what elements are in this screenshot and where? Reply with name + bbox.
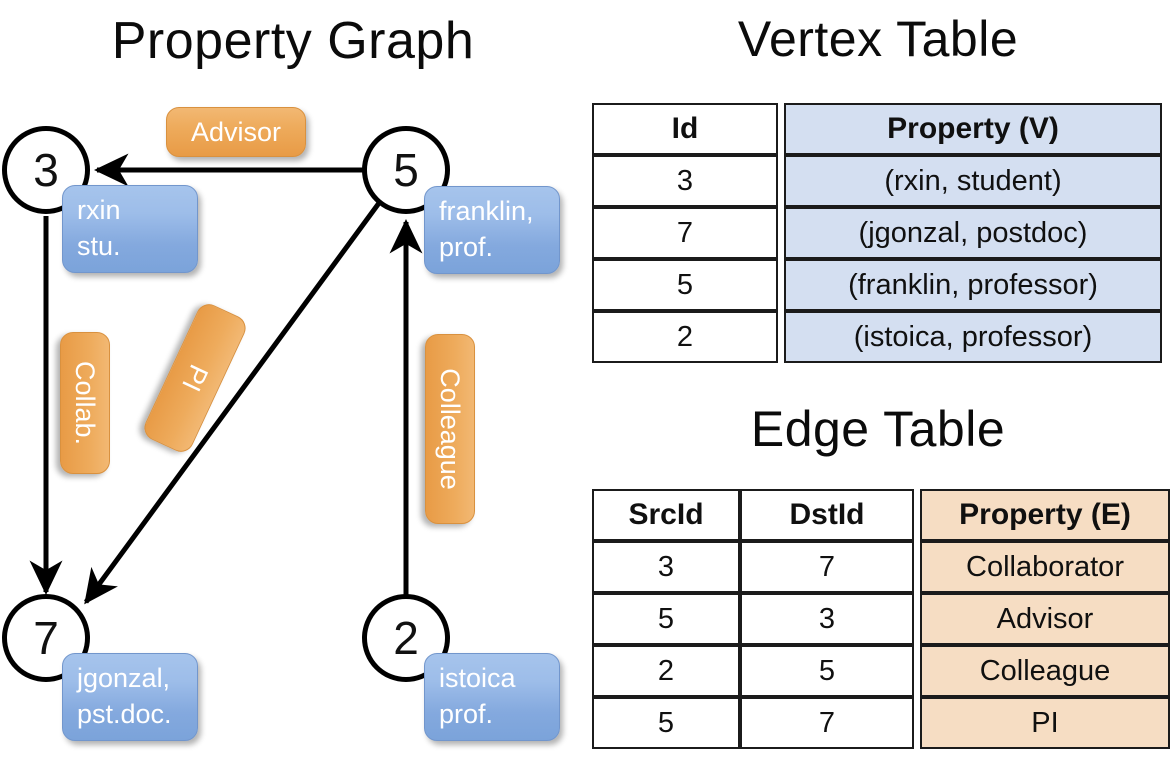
column-gap [914,489,920,541]
node-property-line: franklin, [439,196,534,227]
vertex-cell-id: 7 [592,207,778,259]
vertex-header-id: Id [592,103,778,155]
node-property-box-3[interactable]: rxin stu. [62,185,198,273]
vertex-cell-property: (franklin, professor) [784,259,1162,311]
node-id-3: 3 [33,144,59,196]
edge-cell-dstid: 3 [740,593,914,645]
vertex-cell-id: 5 [592,259,778,311]
column-gap [778,155,784,207]
node-property-line: istoica [439,663,516,694]
edge-cell-srcid: 5 [592,697,740,749]
property-graph-diagram: 3 5 7 2 rxin stu. franklin, prof. jgonza… [2,107,560,741]
node-property-line: prof. [439,699,494,729]
node-property-line: stu. [77,231,121,261]
edge-cell-property: Advisor [920,593,1170,645]
edge-header-srcid: SrcId [592,489,740,541]
vertex-table: Id Property (V) 3 (rxin, student) 7 (jgo… [592,103,1162,363]
node-id-7: 7 [33,612,59,664]
page-title-edge-table: Edge Table [750,401,1006,457]
edge-label-text: Colleague [435,368,466,490]
node-circle-2[interactable]: 2 [362,594,450,682]
edge-table: SrcId DstId Property (E) 3 7 Collaborato… [592,489,1170,749]
edge-label-text: Collab. [70,360,101,446]
vertex-cell-id: 3 [592,155,778,207]
page-title-property-graph: Property Graph [111,12,475,70]
column-gap [778,311,784,363]
table-row[interactable]: 2 5 Colleague [592,645,1170,697]
edge-label-colleague[interactable]: Colleague [425,334,475,524]
column-gap [778,103,784,155]
node-property-box-5[interactable]: franklin, prof. [424,186,560,274]
table-row[interactable]: 5 7 PI [592,697,1170,749]
table-header-row: SrcId DstId Property (E) [592,489,1170,541]
column-gap [778,207,784,259]
column-gap [914,593,920,645]
edge-label-text: Advisor [190,116,282,147]
edge-cell-dstid: 7 [740,541,914,593]
table-row[interactable]: 5 (franklin, professor) [592,259,1162,311]
table-row[interactable]: 3 (rxin, student) [592,155,1162,207]
node-property-line: prof. [439,232,494,262]
column-gap [914,541,920,593]
edge-5-to-7 [83,201,382,605]
node-property-line: pst.doc. [77,699,172,729]
table-row[interactable]: 7 (jgonzal, postdoc) [592,207,1162,259]
column-gap [914,697,920,749]
edge-cell-srcid: 5 [592,593,740,645]
edge-label-advisor[interactable]: Advisor [166,107,306,157]
graph-edges-svg [29,153,423,605]
page-title-vertex-table: Vertex Table [737,11,1019,67]
edge-cell-property: Colleague [920,645,1170,697]
edge-label-collab[interactable]: Collab. [60,332,110,474]
node-id-5: 5 [393,144,419,196]
node-property-line: jgonzal, [77,663,171,694]
edge-cell-dstid: 5 [740,645,914,697]
edge-cell-srcid: 2 [592,645,740,697]
table-row[interactable]: 5 3 Advisor [592,593,1170,645]
column-gap [914,645,920,697]
vertex-cell-property: (jgonzal, postdoc) [784,207,1162,259]
vertex-cell-id: 2 [592,311,778,363]
column-gap [778,259,784,311]
node-property-line: rxin [77,195,121,226]
edge-cell-dstid: 7 [740,697,914,749]
vertex-cell-property: (istoica, professor) [784,311,1162,363]
edge-cell-property: PI [920,697,1170,749]
node-property-box-7[interactable]: jgonzal, pst.doc. [62,653,198,741]
table-header-row: Id Property (V) [592,103,1162,155]
table-row[interactable]: 2 (istoica, professor) [592,311,1162,363]
node-id-2: 2 [393,612,419,664]
vertex-cell-property: (rxin, student) [784,155,1162,207]
vertex-header-property: Property (V) [784,103,1162,155]
edge-header-dstid: DstId [740,489,914,541]
edge-header-property: Property (E) [920,489,1170,541]
node-property-box-2[interactable]: istoica prof. [424,653,560,741]
edge-cell-srcid: 3 [592,541,740,593]
edge-cell-property: Collaborator [920,541,1170,593]
node-circle-5[interactable]: 5 [362,126,450,214]
edge-label-text: PI [176,360,215,397]
table-row[interactable]: 3 7 Collaborator [592,541,1170,593]
